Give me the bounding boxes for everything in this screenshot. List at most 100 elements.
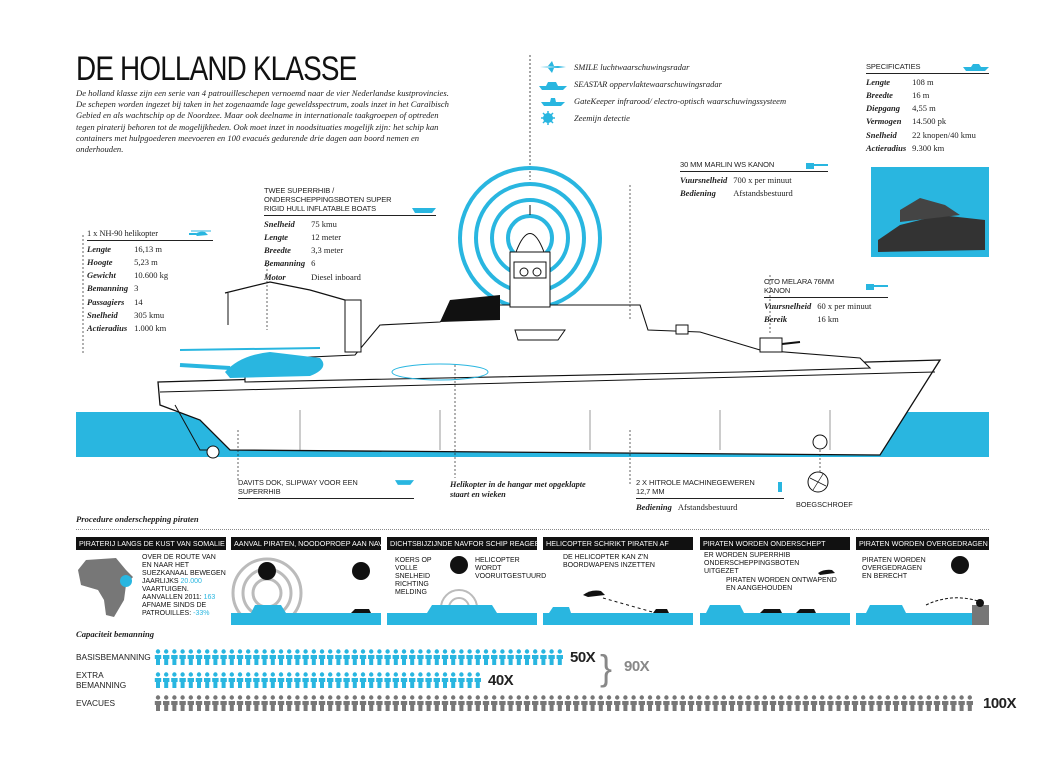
spec-value: 12 meter (311, 231, 342, 242)
spec-value: Diesel inboard (311, 271, 361, 282)
person-icon (925, 695, 932, 711)
person-icon (384, 695, 391, 711)
gun-icon (806, 162, 828, 169)
spec-key: Snelheid (264, 218, 295, 229)
person-icon (778, 695, 785, 711)
person-icon (343, 695, 350, 711)
person-icon (335, 695, 342, 711)
person-icon (474, 695, 481, 711)
person-icon (458, 672, 465, 688)
person-icon (302, 649, 309, 665)
person-icon (605, 695, 613, 711)
person-icon (204, 649, 211, 665)
person-icon (327, 695, 334, 711)
intro-text: De holland klasse zijn een serie van 4 p… (76, 88, 449, 155)
spec-key: Vermogen (866, 116, 902, 127)
person-icon (491, 695, 498, 711)
person-icon (368, 695, 375, 711)
spec-value: Afstandsbestuurd (677, 501, 738, 512)
person-icon (187, 672, 194, 688)
person-icon (441, 672, 449, 688)
people-icons (154, 695, 973, 711)
person-icon (269, 695, 276, 711)
person-icon (646, 695, 654, 711)
person-icon (179, 695, 186, 711)
person-icon (450, 649, 457, 665)
skull-icon (352, 562, 370, 580)
person-icon (253, 672, 260, 688)
spec-key: Vuursnelheid (680, 174, 728, 185)
person-icon (294, 649, 301, 665)
person-icon (318, 672, 326, 688)
spec-value: 700 x per minuut (733, 174, 792, 185)
person-icon (302, 672, 309, 688)
jet-icon (540, 60, 566, 73)
person-icon (154, 695, 162, 711)
person-icon (359, 672, 367, 688)
person-icon (294, 672, 301, 688)
gun-icon (866, 284, 888, 290)
spec-value: 3,3 meter (311, 245, 344, 256)
person-icon (901, 695, 908, 711)
spec-row: Bediening Afstandsbestuurd (636, 501, 737, 514)
capacity-row: BASISBEMANNING 50X (76, 648, 596, 666)
specs-header: SPECIFICATIES (866, 62, 989, 74)
spec-value: 1.000 km (134, 322, 167, 333)
spec-key: Hoogte (87, 256, 113, 267)
person-icon (892, 695, 900, 711)
spec-value: 75 kmu (311, 218, 337, 229)
person-icon (359, 649, 367, 665)
person-icon (433, 649, 440, 665)
person-icon (630, 695, 637, 711)
person-icon (261, 695, 268, 711)
spec-key: Motor (264, 271, 286, 282)
person-icon (548, 649, 555, 665)
person-icon (802, 695, 809, 711)
person-icon (884, 695, 891, 711)
person-icon (400, 649, 408, 665)
person-icon (286, 695, 293, 711)
person-icon (523, 649, 531, 665)
person-icon (253, 695, 260, 711)
person-icon (277, 672, 285, 688)
person-icon (236, 649, 244, 665)
person-icon (195, 695, 203, 711)
person-icon (474, 649, 481, 665)
page-title: DE HOLLAND KLASSE (76, 50, 357, 88)
person-icon (236, 695, 244, 711)
person-icon (179, 649, 186, 665)
capacity-row: EVACUES 100X (76, 694, 1017, 712)
person-icon (179, 672, 186, 688)
person-icon (556, 695, 563, 711)
spec-value: 60 x per minuut (817, 300, 872, 311)
person-icon (450, 672, 457, 688)
person-icon (458, 649, 465, 665)
person-icon (376, 695, 383, 711)
person-icon (540, 695, 547, 711)
person-icon (720, 695, 727, 711)
person-icon (253, 649, 260, 665)
person-icon (876, 695, 883, 711)
person-icon (835, 695, 842, 711)
person-icon (351, 672, 358, 688)
person-icon (441, 649, 449, 665)
person-icon (458, 695, 465, 711)
person-icon (195, 649, 203, 665)
spec-key: Bemanning (87, 283, 129, 294)
person-icon (753, 695, 760, 711)
spec-key: Lengte (87, 243, 112, 254)
procedure-step: DICHTSBIJZIJNDE NAVFOR SCHIP REAGEERT KO… (387, 537, 546, 637)
spec-key: Bediening (636, 501, 672, 512)
capacity-row: EXTRA BEMANNING 40X (76, 670, 514, 690)
person-icon (794, 695, 801, 711)
person-icon (417, 695, 424, 711)
spec-key: Snelheid (866, 129, 897, 140)
person-icon (384, 672, 391, 688)
